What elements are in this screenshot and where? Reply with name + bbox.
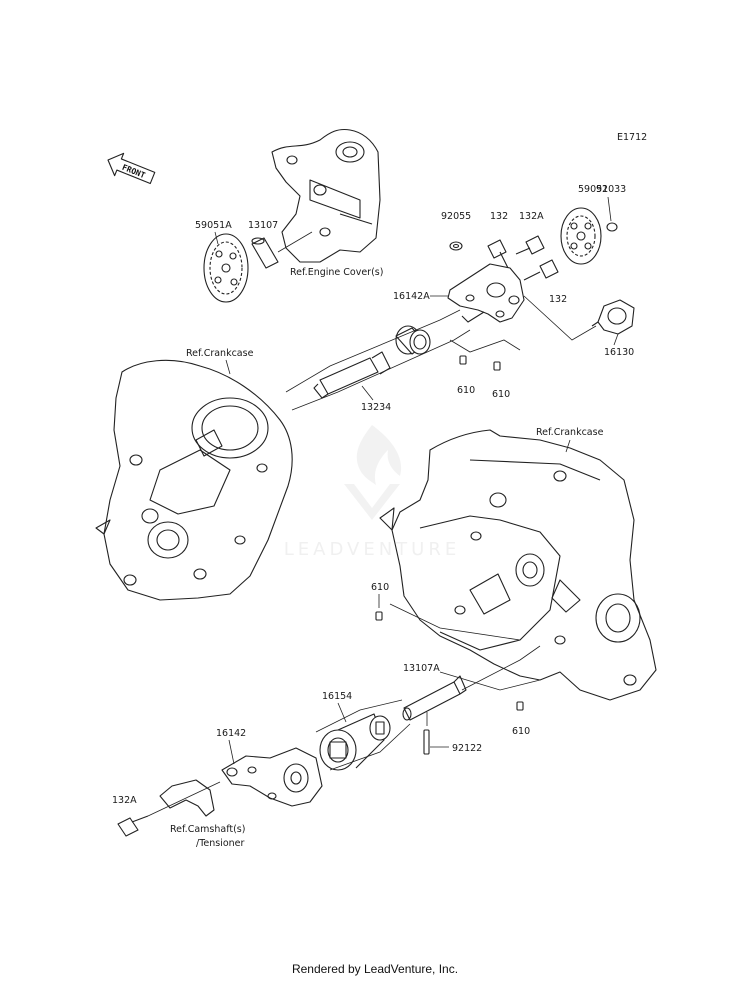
part-label-13234: 13234	[361, 402, 391, 413]
rotor-16154	[319, 713, 391, 771]
dowel-pin-610-b	[493, 361, 501, 371]
crankcase-right-part	[379, 429, 657, 701]
sprocket-59051	[560, 207, 602, 265]
fitting-16130	[591, 299, 635, 335]
pin-13107	[251, 237, 279, 269]
part-label-13107A: 13107A	[403, 663, 440, 674]
washer-92055	[449, 241, 463, 251]
diagram-code: E1712	[617, 132, 647, 143]
part-label-132-right: 132	[549, 294, 567, 305]
sprocket-59051A	[203, 233, 249, 303]
bolt-132-right	[523, 259, 559, 281]
dowel-pin-610-c	[375, 611, 383, 621]
part-label-16142A: 16142A	[393, 291, 430, 302]
ref-engine-cover: Ref.Engine Cover(s)	[290, 267, 383, 278]
bolt-132A-bottom	[117, 815, 149, 837]
dowel-pin-610-d	[516, 701, 524, 711]
leadventure-watermark: LEADVENTURE	[284, 425, 460, 560]
camshaft-tensioner-bracket	[159, 779, 215, 817]
engine-cover-part	[271, 128, 381, 263]
part-label-16142: 16142	[216, 728, 246, 739]
ref-crankcase-left: Ref.Crankcase	[186, 348, 254, 359]
part-label-132A-bottom: 132A	[112, 795, 137, 806]
part-label-610-d: 610	[512, 726, 530, 737]
crankcase-left-part	[95, 359, 293, 601]
shaft-13107A	[402, 675, 467, 721]
part-label-16130: 16130	[604, 347, 634, 358]
oil-pump-body-16142A	[447, 263, 525, 323]
bolt-132A-top	[515, 235, 545, 255]
shaft-13234	[313, 351, 391, 399]
part-label-610-a: 610	[457, 385, 475, 396]
pump-cover-16142	[221, 747, 323, 807]
watermark-text: LEADVENTURE	[284, 539, 460, 560]
part-label-92055: 92055	[441, 211, 471, 222]
part-label-16154: 16154	[322, 691, 352, 702]
part-label-59051A: 59051A	[195, 220, 232, 231]
ref-camshaft-line1: Ref.Camshaft(s)	[170, 824, 245, 835]
front-arrow-icon: FRONT	[107, 152, 156, 185]
part-label-13107: 13107	[248, 220, 278, 231]
circlip-92033	[606, 222, 618, 232]
part-label-610-c: 610	[371, 582, 389, 593]
dowel-pin-610-a	[459, 355, 467, 365]
bearing-13234	[395, 325, 431, 355]
footer-credit: Rendered by LeadVenture, Inc.	[291, 962, 459, 976]
pin-92122	[423, 729, 430, 755]
part-label-132A-top: 132A	[519, 211, 544, 222]
ref-camshaft-line2: /Tensioner	[196, 838, 245, 849]
part-label-92122: 92122	[452, 743, 482, 754]
ref-crankcase-right: Ref.Crankcase	[536, 427, 604, 438]
part-label-92033: 92033	[596, 184, 626, 195]
part-label-132-top: 132	[490, 211, 508, 222]
part-label-59051: 59051	[578, 184, 608, 195]
part-label-610-b: 610	[492, 389, 510, 400]
